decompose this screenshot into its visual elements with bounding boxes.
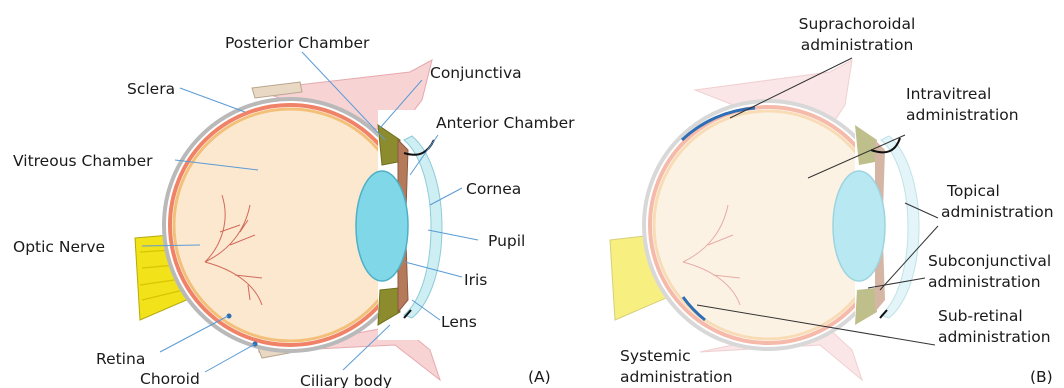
label-intravitreal: Intravitreal administration bbox=[906, 84, 1019, 126]
label-suprachoroidal: Suprachoroidal administration bbox=[767, 14, 947, 56]
label-subconjunctival-line1: Subconjunctival bbox=[928, 251, 1051, 272]
label-subconjunctival-line2: administration bbox=[928, 272, 1051, 293]
label-sclera: Sclera bbox=[127, 80, 175, 99]
label-topical: Topical administration bbox=[941, 181, 1054, 223]
label-anterior-chamber: Anterior Chamber bbox=[436, 114, 575, 133]
label-conjunctiva: Conjunctiva bbox=[430, 64, 522, 83]
label-topical-line2: administration bbox=[941, 202, 1054, 223]
label-intravitreal-line2: administration bbox=[906, 105, 1019, 126]
label-subretinal: Sub-retinal administration bbox=[938, 306, 1051, 348]
label-intravitreal-line1: Intravitreal bbox=[906, 84, 1019, 105]
label-subconjunctival: Subconjunctival administration bbox=[928, 251, 1051, 293]
label-choroid: Choroid bbox=[140, 370, 200, 388]
panel-b-tag: (B) bbox=[1030, 368, 1053, 387]
label-pupil: Pupil bbox=[488, 232, 525, 251]
label-topical-line1: Topical bbox=[941, 181, 1054, 202]
label-cornea: Cornea bbox=[466, 180, 521, 199]
panel-a-tag: (A) bbox=[528, 368, 551, 387]
label-optic-nerve: Optic Nerve bbox=[13, 238, 105, 257]
eye-illustration-a bbox=[135, 60, 442, 380]
label-systemic-line2: administration bbox=[620, 367, 733, 388]
label-suprachoroidal-line1: Suprachoroidal bbox=[767, 14, 947, 35]
label-lens: Lens bbox=[441, 313, 477, 332]
label-iris: Iris bbox=[464, 271, 487, 290]
label-suprachoroidal-line2: administration bbox=[767, 35, 947, 56]
label-systemic: Systemic administration bbox=[620, 346, 733, 388]
label-subretinal-line2: administration bbox=[938, 327, 1051, 348]
label-posterior-chamber: Posterior Chamber bbox=[225, 34, 369, 53]
eye-illustration-b bbox=[610, 60, 919, 380]
label-vitreous-chamber: Vitreous Chamber bbox=[13, 152, 153, 171]
lens-a bbox=[356, 171, 408, 281]
label-subretinal-line1: Sub-retinal bbox=[938, 306, 1051, 327]
label-retina: Retina bbox=[96, 350, 145, 369]
label-systemic-line1: Systemic bbox=[620, 346, 733, 367]
label-ciliary-body: Ciliary body bbox=[300, 372, 392, 388]
